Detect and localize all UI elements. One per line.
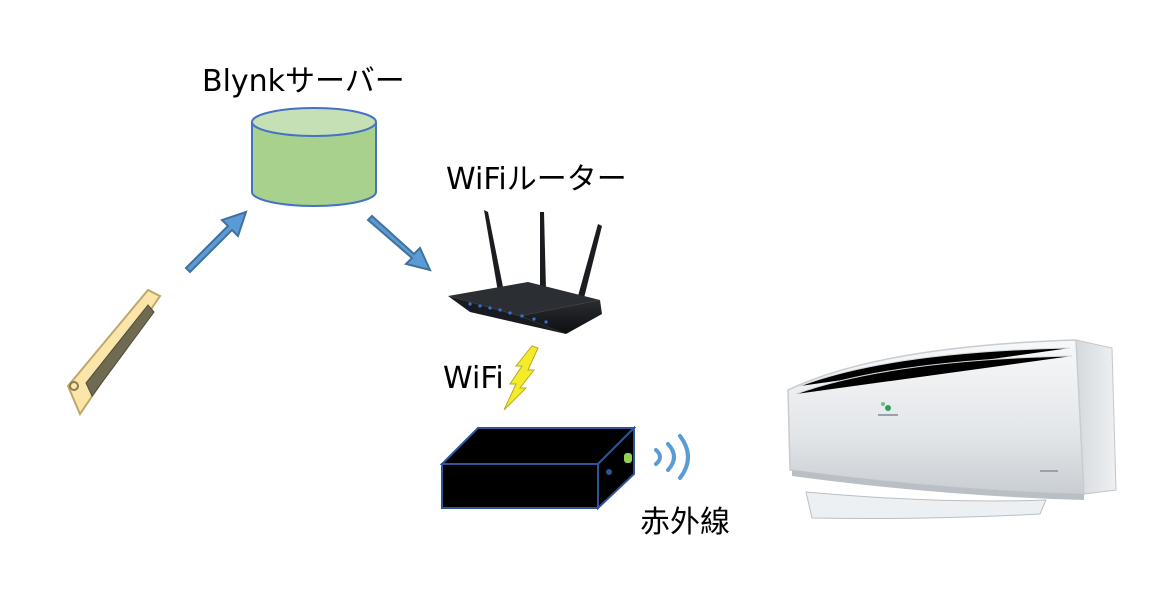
arrow-server-to-router <box>366 214 432 272</box>
router-label: WiFiルーター <box>446 162 627 197</box>
ir-box-icon <box>439 425 637 511</box>
lightning-icon <box>503 345 539 411</box>
wifi-link-label: WiFi <box>443 361 504 396</box>
server-label: Blynkサーバー <box>202 64 405 99</box>
arrow-phone-to-server <box>184 210 248 274</box>
smartphone-icon <box>66 288 162 417</box>
database-icon <box>251 107 377 207</box>
ir-wave-icon <box>654 434 690 480</box>
air-conditioner-icon <box>787 339 1117 519</box>
router-icon <box>448 210 602 334</box>
infrared-label: 赤外線 <box>640 505 730 540</box>
